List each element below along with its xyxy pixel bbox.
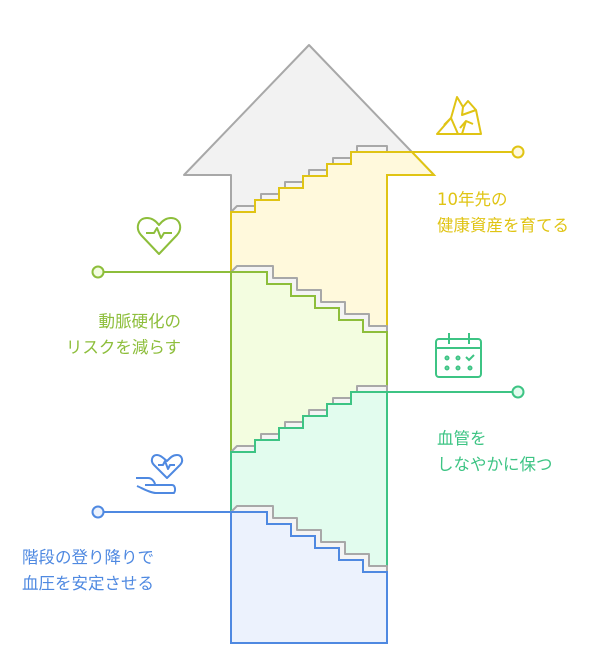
- step-4-line-1: 階段の登り降りで: [22, 548, 154, 567]
- step-4-line-2: 血圧を安定させる: [22, 574, 154, 593]
- step-3-line-2: しなやかに保つ: [437, 455, 553, 474]
- connector-dot-future-health: [511, 145, 525, 159]
- connector-dot-arteriosclerosis: [91, 265, 105, 279]
- calendar-icon: [435, 333, 482, 378]
- step-1-line-1: 10年先の: [437, 190, 508, 209]
- heart-pulse-icon: [136, 217, 182, 255]
- hand-heart-icon: [136, 454, 184, 494]
- mountain-icon: [436, 96, 482, 135]
- step-2-line-2: リスクを減らす: [66, 338, 181, 357]
- step-3-line-1: 血管を: [437, 429, 487, 448]
- section-blood-pressure: [230, 511, 388, 644]
- step-1-line-2: 健康資産を育てる: [437, 216, 569, 235]
- step-2-line-1: 動脈硬化の: [99, 312, 182, 331]
- connector-dot-blood-pressure: [91, 505, 105, 519]
- connector-dot-vessels: [511, 385, 525, 399]
